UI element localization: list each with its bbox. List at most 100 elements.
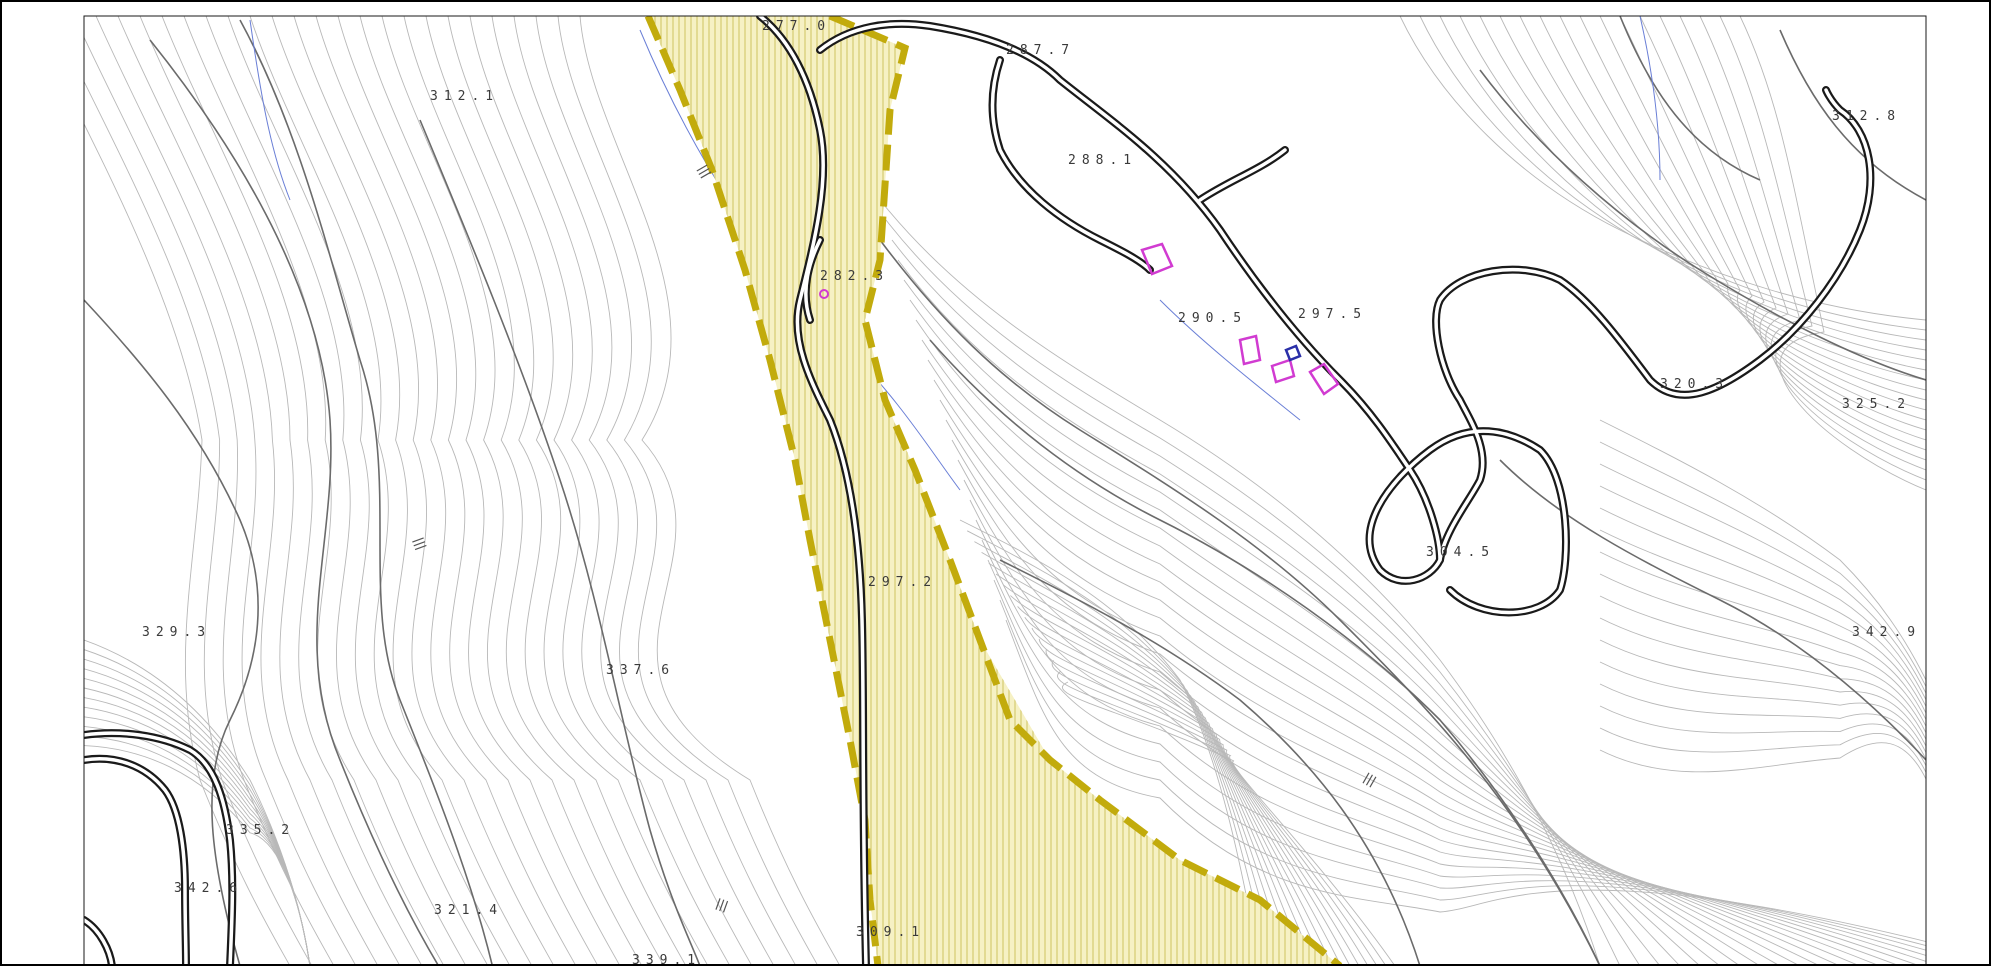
contour-minor xyxy=(183,16,445,966)
elevation-label: 312.8 xyxy=(1832,109,1901,124)
contour-minor xyxy=(359,16,621,966)
cliff-mark-icon xyxy=(715,898,729,913)
contour-minor xyxy=(447,16,709,966)
contour-minor xyxy=(1031,627,1351,966)
contour-minor xyxy=(995,573,1306,966)
map-border xyxy=(83,15,1927,966)
contour-minor xyxy=(987,559,1926,956)
contour-minor xyxy=(139,16,401,966)
contour-minor xyxy=(1559,16,1926,401)
stream xyxy=(249,19,291,201)
contour-minor xyxy=(84,668,311,966)
contour-minor xyxy=(557,16,819,966)
contour-minor xyxy=(1010,595,1324,966)
contour-minor xyxy=(1005,619,1926,943)
elevation-label: 312.1 xyxy=(430,89,499,104)
contour-minor xyxy=(84,649,311,966)
contour-major xyxy=(1619,16,1761,181)
contour-minor xyxy=(885,219,1621,966)
contour-minor xyxy=(1679,16,1926,461)
streams xyxy=(249,16,1661,491)
elevation-label: 297.2 xyxy=(868,575,937,590)
contour-minor xyxy=(1599,16,1926,421)
contour-minor xyxy=(249,16,511,966)
contour-minor xyxy=(84,745,311,966)
contour-minor xyxy=(1599,742,1926,780)
contour-minor xyxy=(1579,16,1926,411)
contour-minor xyxy=(491,16,753,966)
contour-minor xyxy=(579,16,841,966)
contour-minor xyxy=(1599,529,1926,714)
contour-minor xyxy=(84,122,291,966)
contour-minor xyxy=(945,419,1821,966)
elevation-label: 321.4 xyxy=(434,903,503,918)
elevation-label: 337.6 xyxy=(606,663,675,678)
elevation-label: 309.1 xyxy=(856,925,925,940)
building-outline-icon xyxy=(1308,362,1340,396)
contour-minor xyxy=(993,579,1926,951)
contour-minor xyxy=(1002,584,1315,966)
elevation-label: 288.1 xyxy=(1068,153,1137,168)
contour-minor xyxy=(425,16,687,966)
contour-minor xyxy=(84,658,311,966)
contour-minor xyxy=(337,16,599,966)
elevation-label: 342.9 xyxy=(1852,625,1921,640)
building-outline-icon xyxy=(1270,358,1296,384)
contour-minor xyxy=(1519,16,1926,381)
elevation-label: 339.1 xyxy=(632,953,701,966)
elevation-labels: 312.1 277.0 287.7 288.1 312.8 282.3 290.… xyxy=(142,19,1921,966)
contour-minor xyxy=(903,279,1681,966)
cliff-marks xyxy=(412,164,1377,913)
cliff-mark-icon xyxy=(412,537,427,551)
contour-minor xyxy=(963,479,1881,966)
contour-minor xyxy=(1499,16,1926,371)
contour-minor xyxy=(939,399,1801,966)
contour-minor xyxy=(1599,573,1926,727)
contour-minor xyxy=(891,239,1641,966)
contour-major xyxy=(879,239,1601,966)
contour-minor xyxy=(1599,551,1926,720)
contour-minor xyxy=(879,199,1601,966)
contour-minor xyxy=(513,16,775,966)
elevation-label: 282.3 xyxy=(820,269,889,284)
contour-major xyxy=(149,39,440,966)
contour-minor xyxy=(957,459,1861,966)
contour-minor xyxy=(1639,16,1926,441)
contour-minor xyxy=(535,16,797,966)
contour-minor xyxy=(84,36,335,966)
contour-minor xyxy=(1599,463,1926,694)
contour-minor xyxy=(959,519,1261,966)
contour-minor xyxy=(927,359,1761,966)
zone-boundary-right xyxy=(828,16,1343,966)
contour-minor xyxy=(1599,683,1926,760)
contour-minor xyxy=(1619,16,1926,431)
contour-minor xyxy=(915,319,1721,966)
elevation-label: 329.3 xyxy=(142,625,211,640)
contour-minor xyxy=(1439,16,1926,341)
contour-minor xyxy=(999,599,1926,947)
contour-minor xyxy=(1459,16,1926,351)
contour-minor xyxy=(1659,16,1926,451)
contour-major xyxy=(1779,29,1926,201)
contour-lines-major xyxy=(84,16,1926,966)
hatched-zone xyxy=(648,16,1340,966)
contour-minor xyxy=(1599,639,1926,747)
elevation-label: 335.2 xyxy=(226,823,295,838)
contour-minor xyxy=(909,299,1701,966)
contour-minor xyxy=(1017,606,1333,966)
contour-minor xyxy=(1599,661,1926,753)
contour-minor xyxy=(161,16,423,966)
buildings xyxy=(819,242,1340,396)
building-outline-icon xyxy=(1284,344,1302,362)
cliff-mark-icon xyxy=(696,164,712,179)
contour-minor xyxy=(1599,485,1926,701)
contour-minor xyxy=(1599,727,1926,773)
contour-major xyxy=(84,299,259,966)
contour-minor xyxy=(897,259,1661,966)
contour-minor xyxy=(1419,16,1926,331)
contour-minor xyxy=(205,16,467,966)
contour-minor xyxy=(381,16,643,966)
contour-minor xyxy=(921,339,1741,966)
contour-major xyxy=(929,339,1601,966)
